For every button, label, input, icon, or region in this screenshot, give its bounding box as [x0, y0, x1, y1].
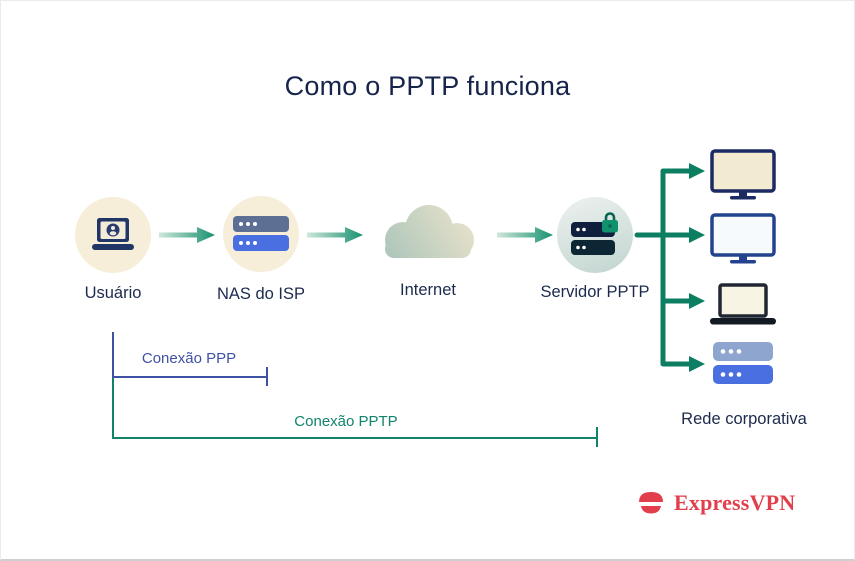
- pptp-bracket-left-line: [112, 378, 114, 439]
- pptp-bracket-label: Conexão PPTP: [294, 413, 398, 430]
- internet-label: Internet: [400, 281, 456, 299]
- flow-arrow-icon: [307, 227, 363, 243]
- expressvpn-logo-text: ExpressVPN: [674, 490, 796, 515]
- expressvpn-logo: ExpressVPN: [637, 490, 795, 516]
- diagram-title: Como o PPTP funciona: [284, 71, 571, 101]
- ppp-bracket-right-tick: [266, 367, 268, 386]
- laptop-user-icon: [92, 218, 134, 250]
- router-icon: [233, 216, 289, 251]
- ppp-bracket-line: [112, 376, 268, 378]
- pptp-bracket-right-tick: [596, 427, 598, 447]
- branch-arrows-icon: [634, 163, 705, 372]
- usuario-node: [75, 197, 151, 273]
- internet-node: [371, 198, 486, 273]
- flow-arrow-icon: [497, 227, 553, 243]
- laptop-icon: [710, 283, 776, 325]
- cloud-icon: [385, 205, 474, 258]
- server-lock-icon: [571, 212, 618, 255]
- ppp-bracket-left-line: [112, 332, 114, 378]
- pptp-bracket-line: [112, 437, 598, 439]
- expressvpn-logo-icon: [639, 492, 663, 514]
- nas-label: NAS do ISP: [216, 285, 306, 303]
- ppp-bracket-label: Conexão PPP: [141, 350, 237, 367]
- server-rack-icon: [713, 342, 773, 384]
- nas-node: [223, 196, 299, 272]
- flow-arrow-icon: [159, 227, 215, 243]
- servidor-label: Servidor PPTP: [540, 283, 650, 301]
- servidor-node: [557, 197, 633, 273]
- rede-corporativa-label: Rede corporativa: [681, 410, 807, 428]
- desktop-monitor-icon: [710, 213, 776, 264]
- desktop-monitor-icon: [710, 149, 776, 200]
- usuario-label: Usuário: [84, 284, 142, 302]
